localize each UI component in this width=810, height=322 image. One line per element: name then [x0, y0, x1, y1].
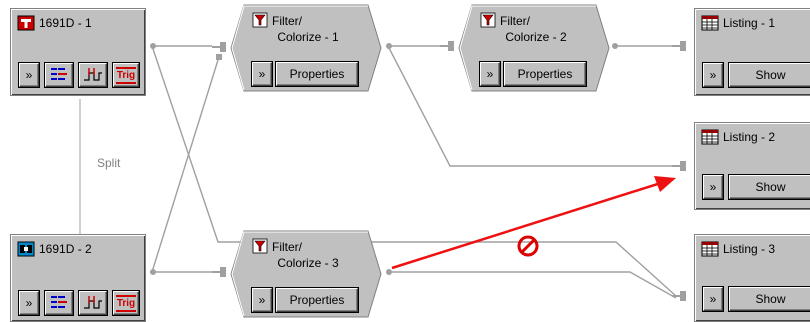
filter-title-line2: Colorize - 2	[505, 30, 567, 44]
wire-f3-l3	[388, 271, 677, 299]
timing-waveform-icon	[84, 68, 102, 81]
filter-node-2[interactable]: Filter/ Colorize - 2 » Properties	[458, 4, 610, 92]
filter-title-line1: Filter/	[500, 14, 530, 28]
analyzer-node-1[interactable]: 1691D - 1 » Trig	[10, 8, 146, 96]
analyzer-red-t-icon	[17, 15, 35, 31]
listing-table-icon	[701, 241, 719, 257]
show-button[interactable]: Show	[729, 287, 810, 311]
input-port[interactable]	[212, 40, 230, 62]
analyzer-node-2[interactable]: 1691D - 2 » Trig	[10, 234, 146, 322]
properties-button[interactable]: Properties	[276, 62, 358, 86]
expand-button[interactable]: »	[480, 62, 500, 86]
expand-button[interactable]: »	[252, 62, 272, 86]
wire-a2-f1	[151, 59, 219, 273]
timing-button[interactable]	[79, 63, 107, 87]
expand-button[interactable]: »	[703, 287, 723, 311]
expand-button[interactable]: »	[703, 63, 723, 87]
listing-node-2[interactable]: Listing - 2 » Show	[694, 122, 810, 210]
setup-list-icon	[51, 68, 67, 80]
listing-table-icon	[701, 15, 719, 31]
filter-title-line1: Filter/	[272, 14, 302, 28]
filter-node-1[interactable]: Filter/ Colorize - 1 » Properties	[230, 4, 382, 92]
properties-button[interactable]: Properties	[276, 288, 358, 312]
setup-button[interactable]	[45, 63, 73, 87]
filter-funnel-icon	[252, 238, 268, 254]
output-port[interactable]	[148, 267, 160, 277]
show-button[interactable]: Show	[729, 63, 810, 87]
setup-button[interactable]	[45, 291, 73, 315]
show-button[interactable]: Show	[729, 175, 810, 199]
listing-title: Listing - 1	[723, 16, 776, 30]
trig-button[interactable]: Trig	[113, 291, 139, 315]
filter-funnel-icon	[252, 12, 268, 28]
timing-button[interactable]	[79, 291, 107, 315]
analyzer-title: 1691D - 2	[39, 242, 92, 256]
drag-arrow-line	[391, 180, 665, 270]
listing-node-1[interactable]: Listing - 1 » Show	[694, 8, 810, 96]
input-port[interactable]	[672, 290, 690, 304]
drag-arrow-head	[654, 176, 676, 192]
output-port[interactable]	[384, 41, 396, 51]
output-port[interactable]	[148, 41, 160, 51]
input-port[interactable]	[440, 40, 458, 52]
output-port[interactable]	[610, 41, 622, 51]
expand-button[interactable]: »	[703, 175, 723, 199]
input-port[interactable]	[672, 40, 690, 52]
wire-f1-l2	[387, 45, 676, 167]
filter-node-3[interactable]: Filter/ Colorize - 3 » Properties	[230, 230, 382, 318]
timing-waveform-icon	[84, 296, 102, 309]
setup-list-icon	[51, 296, 67, 308]
listing-node-3[interactable]: Listing - 3 » Show	[694, 234, 810, 322]
filter-funnel-icon	[480, 12, 496, 28]
listing-title: Listing - 3	[723, 242, 776, 256]
filter-title-line2: Colorize - 3	[277, 256, 339, 270]
expand-button[interactable]: »	[19, 63, 39, 87]
input-port[interactable]	[212, 266, 230, 278]
listing-table-icon	[701, 129, 719, 145]
input-port[interactable]	[672, 160, 690, 172]
split-label: Split	[97, 156, 121, 170]
analyzer-blue-module-icon	[17, 241, 35, 257]
no-drop-icon	[517, 235, 539, 257]
expand-button[interactable]: »	[19, 291, 39, 315]
wire-a1-l3	[151, 45, 677, 297]
properties-button[interactable]: Properties	[504, 62, 586, 86]
output-port[interactable]	[384, 267, 396, 277]
filter-title-line2: Colorize - 1	[277, 30, 339, 44]
expand-button[interactable]: »	[252, 288, 272, 312]
listing-title: Listing - 2	[723, 130, 776, 144]
filter-title-line1: Filter/	[272, 240, 302, 254]
trig-button[interactable]: Trig	[113, 63, 139, 87]
analyzer-title: 1691D - 1	[39, 16, 92, 30]
